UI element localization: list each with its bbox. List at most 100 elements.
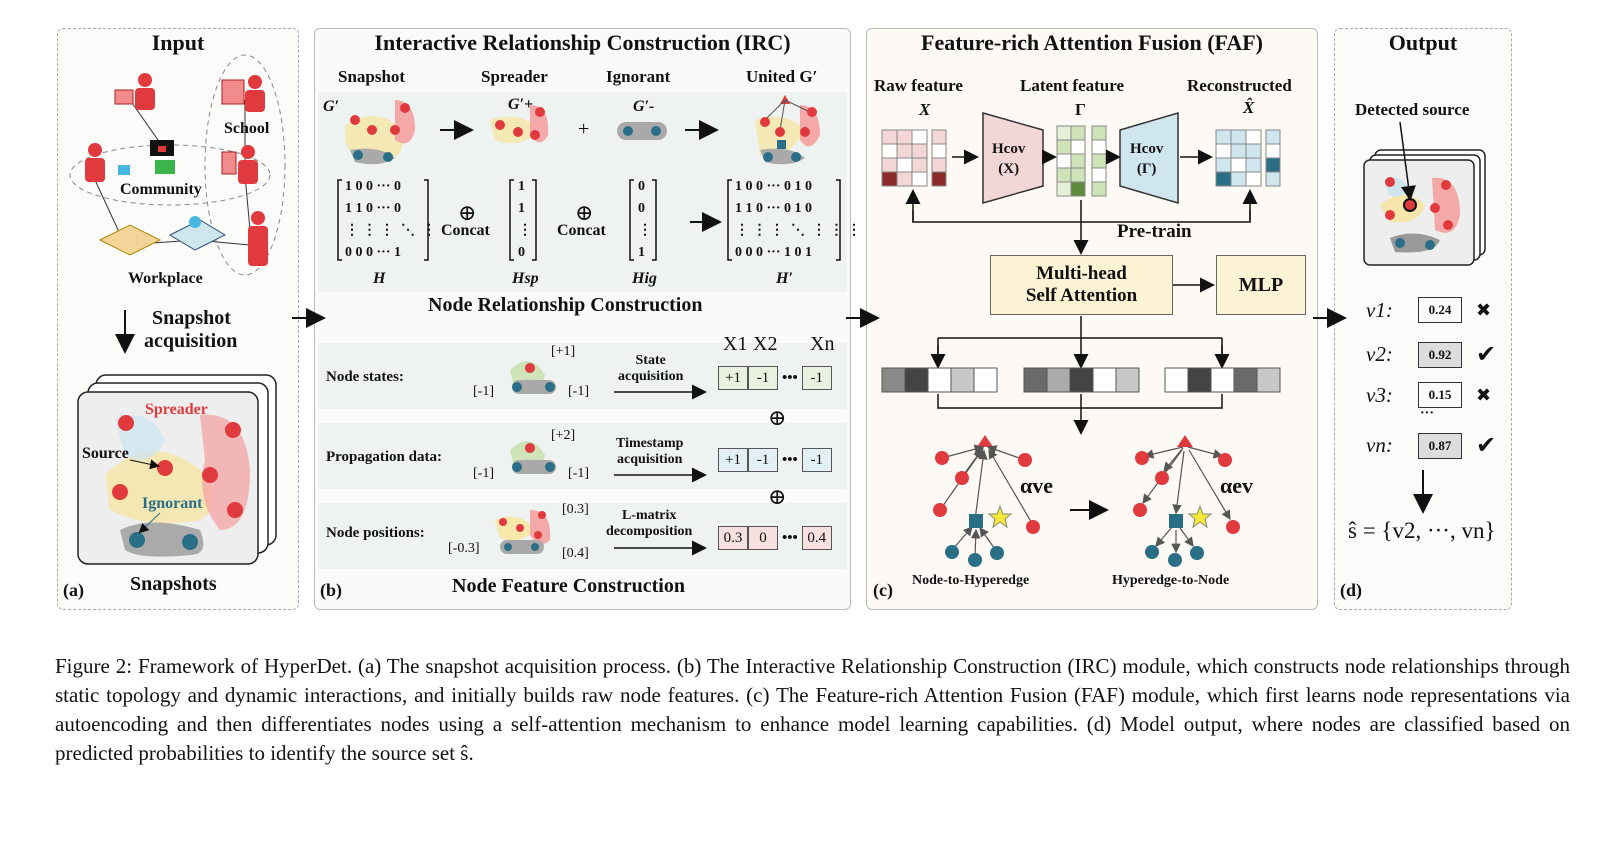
ns-right: [-1] <box>568 384 589 399</box>
snapshot-acq-label2: acquisition <box>144 330 238 352</box>
vdots: ··· <box>1420 406 1435 421</box>
vec-cell: 0.3 <box>718 526 748 550</box>
snapshot-col: Snapshot <box>338 67 406 86</box>
vec-pos: 0.3 0 ••• 0.4 <box>718 526 832 550</box>
snapshot-stack <box>77 374 277 565</box>
spreader-col: Spreader <box>481 67 548 86</box>
check-icon: ✔ <box>1476 433 1497 459</box>
prob-box: 0.87 <box>1418 432 1462 459</box>
tag-c: (c) <box>873 580 893 600</box>
faf-title: Feature-rich Attention Fusion (FAF) <box>921 30 1263 55</box>
irc-title: Interactive Relationship Construction (I… <box>374 30 791 55</box>
state-acq-label: State acquisition <box>618 353 684 384</box>
vec-states: +1 -1 ••• -1 <box>718 366 832 390</box>
oplus-vec-2: ⊕ <box>768 484 787 509</box>
hcov-x: Hcov (X) <box>992 141 1026 177</box>
output-graphics <box>1363 121 1486 514</box>
result-set: ŝ = {v2, ···, vn} <box>1348 518 1496 543</box>
recon-label: Reconstructed <box>1187 76 1292 95</box>
vec-cell: -1 <box>748 448 778 472</box>
row-label: vn: <box>1366 433 1393 457</box>
raw-sym: X <box>919 100 931 119</box>
g-minus-label: G′- <box>633 98 655 115</box>
vec-cell: -1 <box>801 366 832 390</box>
reject-icon: ✖ <box>1476 384 1492 405</box>
concat-1: Concat <box>441 222 490 239</box>
detected-source-label: Detected source <box>1355 100 1470 119</box>
h2n-label: Hyperedge-to-Node <box>1112 573 1230 588</box>
spreader-label: Spreader <box>145 401 208 418</box>
check-icon: ✔ <box>1476 342 1497 368</box>
ignorant-label: Ignorant <box>142 495 203 512</box>
np-right: [0.4] <box>562 546 589 561</box>
concat-2: Concat <box>557 222 606 239</box>
vec-cell: -1 <box>801 448 832 472</box>
mat-hprime-name: H′ <box>776 270 793 287</box>
ignorant-col: Ignorant <box>606 67 671 86</box>
matrix-hprime: 1 0 0 ··· 0 1 0 1 1 0 ··· 0 1 0 ⋮ ⋮ ⋮ ⋱ … <box>735 179 861 260</box>
x2-header: X2 <box>753 333 778 355</box>
hcov-gamma: Hcov (Γ) <box>1130 141 1164 177</box>
vec-cell: -1 <box>748 366 778 390</box>
matrix-hig: 0 0 ⋮ 1 <box>638 179 652 260</box>
output-row: vn: 0.87 ✔ <box>1366 431 1496 460</box>
irc-graphs <box>345 95 820 232</box>
mlp-block: MLP <box>1216 255 1306 315</box>
prob-box: 0.15 <box>1418 382 1462 408</box>
xn-header: Xn <box>810 333 835 355</box>
snapshot-acq-label: Snapshot <box>152 307 231 329</box>
small-graphs <box>495 361 707 556</box>
tag-b: (b) <box>320 580 342 600</box>
mhsa-block: Multi-head Self Attention <box>990 255 1173 315</box>
g-plus-label: G′+ <box>508 96 534 113</box>
pd-top: [+2] <box>551 428 576 443</box>
vec-ellipsis: ••• <box>782 529 798 546</box>
mat-hig-name: Hig <box>632 270 657 287</box>
output-row: v1: 0.24 ✖ <box>1366 297 1491 323</box>
vec-ellipsis: ••• <box>782 451 798 468</box>
node-feat-heading: Node Feature Construction <box>452 575 685 597</box>
output-row: v2: 0.92 ✔ <box>1366 340 1496 369</box>
plus-sign: + <box>578 118 590 140</box>
source-label: Source <box>82 445 129 462</box>
mat-h-name: H <box>373 270 386 287</box>
vec-cell: 0 <box>748 526 778 550</box>
matrix-h: 1 0 0 ··· 0 1 1 0 ··· 0 ⋮ ⋮ ⋮ ⋱ ⋮ 0 0 0 … <box>345 179 436 260</box>
pd-right: [-1] <box>568 466 589 481</box>
oplus-2: ⊕ <box>575 200 594 225</box>
reject-icon: ✖ <box>1476 299 1492 320</box>
autoencoder-graphics <box>881 111 1281 567</box>
prop-data-label: Propagation data: <box>326 449 442 465</box>
tag-d: (d) <box>1340 580 1362 600</box>
recon-sym: X̂ <box>1243 98 1255 117</box>
latent-sym: Γ <box>1075 100 1086 119</box>
vec-ellipsis: ••• <box>782 369 798 386</box>
node-pos-label: Node positions: <box>326 525 425 541</box>
node-rel-heading: Node Relationship Construction <box>428 294 703 316</box>
x1-header: X1 <box>723 333 748 355</box>
np-top: [0.3] <box>562 502 589 517</box>
vec-cell: 0.4 <box>801 526 832 550</box>
oplus-vec-1: ⊕ <box>768 405 787 430</box>
vec-prop: +1 -1 ••• -1 <box>718 448 832 472</box>
vec-cell: +1 <box>718 366 748 390</box>
n2h-label: Node-to-Hyperedge <box>912 573 1030 588</box>
raw-feature-label: Raw feature <box>874 76 963 95</box>
ts-acq-label: Timestamp acquisition <box>616 436 684 467</box>
input-title: Input <box>151 30 205 55</box>
matrix-hsp: 1 1 ⋮ 0 <box>518 179 532 260</box>
prob-box: 0.92 <box>1418 341 1462 368</box>
people-network <box>69 54 286 276</box>
row-label: v3: <box>1366 382 1393 407</box>
node-states-label: Node states: <box>326 369 404 385</box>
alpha-ev: αev <box>1220 473 1254 498</box>
school-label: School <box>224 120 270 137</box>
oplus-1: ⊕ <box>458 200 477 225</box>
np-left: [-0.3] <box>448 541 480 556</box>
community-label: Community <box>120 181 202 198</box>
row-label: v2: <box>1366 342 1393 366</box>
row-label: v1: <box>1366 297 1393 322</box>
g-prime-label: G′ <box>323 98 340 115</box>
ns-left: [-1] <box>473 384 494 399</box>
figure-caption: Figure 2: Framework of HyperDet. (a) The… <box>55 654 1570 765</box>
